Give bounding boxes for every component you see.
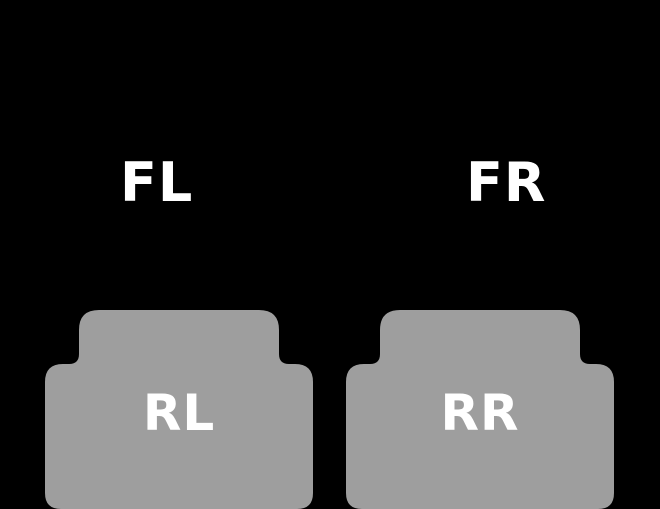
rear-left-mat: RL bbox=[45, 310, 313, 509]
rear-left-mat-shape bbox=[45, 310, 313, 509]
front-left-mat-label: FL bbox=[120, 151, 194, 214]
rear-left-mat-label: RL bbox=[142, 384, 216, 442]
rear-right-mat-path bbox=[346, 310, 614, 509]
rear-right-mat: RR bbox=[346, 310, 614, 509]
rear-right-mat-shape bbox=[346, 310, 614, 509]
front-right-mat-label: FR bbox=[466, 151, 547, 214]
rear-right-mat-label: RR bbox=[440, 384, 520, 442]
rear-left-mat-path bbox=[45, 310, 313, 509]
